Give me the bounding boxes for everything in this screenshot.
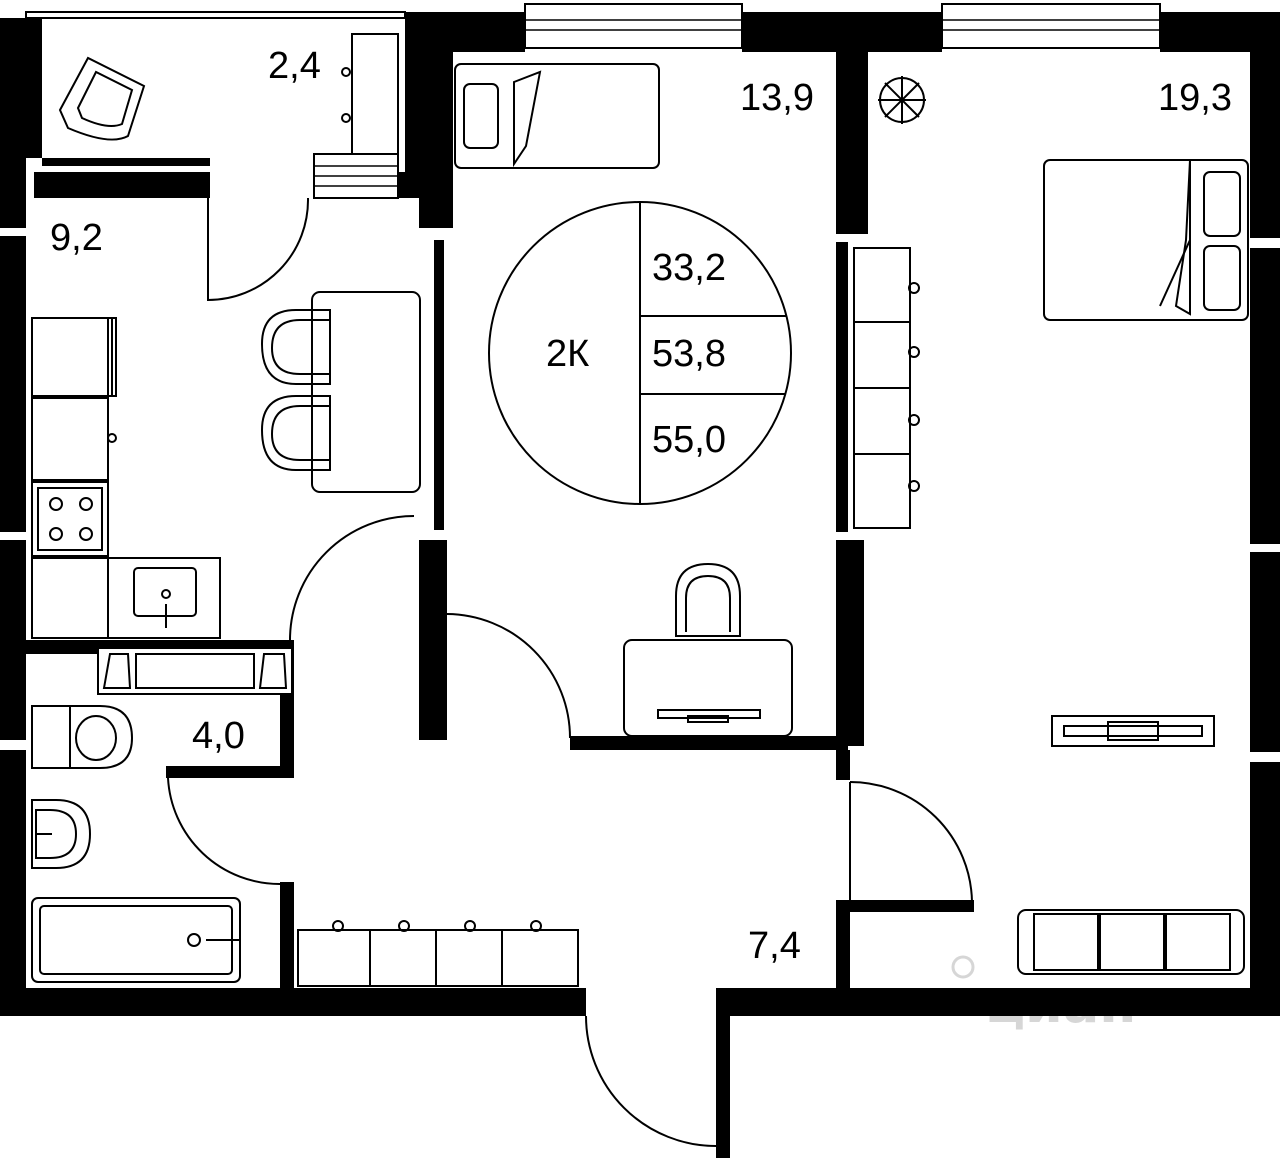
counter xyxy=(31,557,221,639)
doors xyxy=(167,197,973,1147)
stove xyxy=(31,481,109,557)
fridge xyxy=(31,317,113,397)
washbasin-icon xyxy=(31,799,92,869)
area-summary: 2К 33,2 53,8 55,0 xyxy=(488,201,792,505)
total-area-label: 55,0 xyxy=(652,419,726,461)
balcony-area: 2,4 xyxy=(268,45,321,87)
kitchen-cabinet xyxy=(31,397,109,481)
area-no-balcony-label: 53,8 xyxy=(652,333,726,375)
hall-wardrobe xyxy=(297,929,579,987)
walls xyxy=(0,3,1280,1158)
toilet-icon xyxy=(31,705,134,769)
desk-chair xyxy=(675,562,741,637)
double-bed xyxy=(1043,159,1249,321)
kitchen-area: 9,2 xyxy=(50,217,103,259)
bathroom-area: 4,0 xyxy=(192,715,245,757)
plant-icon xyxy=(878,76,926,124)
dining-table xyxy=(311,291,421,493)
balcony-cabinet xyxy=(351,33,399,155)
apartment-type-label: 2К xyxy=(546,333,589,375)
single-bed xyxy=(454,63,660,169)
armchair-icon xyxy=(58,56,146,141)
large-bedroom-area: 19,3 xyxy=(1158,77,1232,119)
desk xyxy=(623,639,793,737)
room-labels: 2,4 13,9 19,3 9,2 4,0 7,4 xyxy=(50,45,1232,967)
hallway-area: 7,4 xyxy=(748,925,801,967)
tv-stand xyxy=(1051,715,1215,747)
small-bedroom-area: 13,9 xyxy=(740,77,814,119)
living-area-label: 33,2 xyxy=(652,247,726,289)
furniture xyxy=(31,33,1249,987)
sofa xyxy=(1017,909,1245,975)
